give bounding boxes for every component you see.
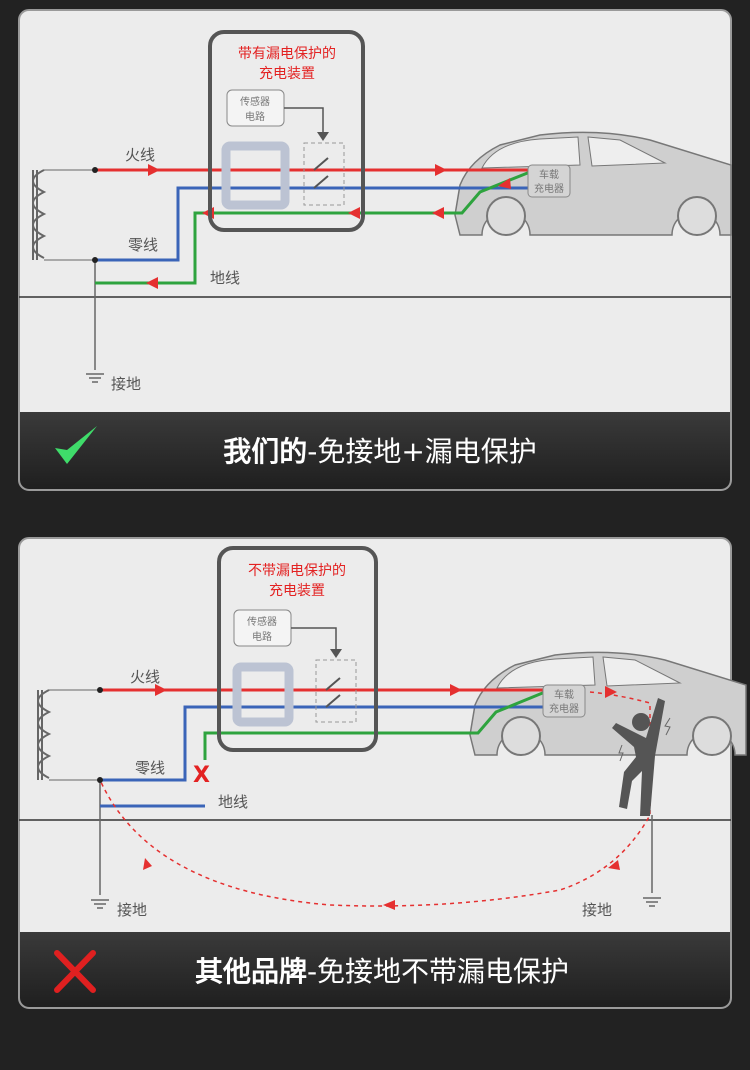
electrocuted-person-icon (612, 698, 671, 816)
device-title-line2: 充电装置 (269, 583, 325, 599)
check-icon (55, 426, 97, 464)
charger-label: 车载 (539, 168, 559, 181)
charger-label-line2: 充电器 (549, 702, 579, 715)
onboard-charger-box (542, 684, 586, 718)
sensor-label-line2: 电路 (245, 110, 265, 123)
earth-wire (95, 170, 531, 285)
ground-label: 接地 (111, 375, 141, 393)
device-title: 不带漏电保护的 (248, 563, 346, 579)
live-label: 火线 (125, 146, 155, 164)
ground-label-left: 接地 (117, 901, 147, 919)
cross-icon (54, 950, 96, 993)
caption-bar (20, 412, 730, 489)
current-transformer (221, 141, 290, 210)
charging-device-box (217, 546, 378, 752)
caption: 其他品牌-免接地不带漏电保护 (195, 955, 569, 988)
earth-label: 地线 (218, 793, 248, 811)
neutral-wire (100, 705, 545, 782)
current-transformer (232, 662, 294, 727)
live-label: 火线 (130, 668, 160, 686)
panel-without-protection: X 不带漏电保护的 充电装置 传感器 电路 车载 充电器 火线 零线 地线 接地… (18, 537, 747, 1009)
sensor-label-line2: 电路 (252, 630, 272, 643)
sensor-label: 传感器 (240, 95, 270, 108)
charger-label: 车载 (554, 688, 574, 701)
broken-earth-mark: X (193, 763, 210, 788)
charging-device-box (208, 30, 365, 232)
panel-with-protection: 带有漏电保护的 充电装置 传感器 电路 车载 充电器 火线 零线 地线 接地 我… (18, 9, 732, 491)
neutral-label: 零线 (135, 759, 165, 777)
switch-box (315, 659, 357, 723)
ground-label-right: 接地 (582, 901, 612, 919)
neutral-label: 零线 (128, 236, 158, 254)
sensor-label: 传感器 (247, 615, 277, 628)
neutral-wire (95, 186, 530, 262)
earth-wire-broken (203, 690, 546, 760)
current-arrows (146, 164, 511, 289)
device-title-line2: 充电装置 (259, 66, 315, 82)
onboard-charger-box (527, 164, 571, 198)
earth-label: 地线 (210, 269, 240, 287)
caption-bar (20, 932, 730, 1007)
current-arrows (155, 684, 462, 696)
device-title: 带有漏电保护的 (238, 46, 336, 62)
switch-box (303, 142, 345, 206)
charger-label-line2: 充电器 (534, 182, 564, 195)
caption: 我们的-免接地+漏电保护 (223, 435, 537, 468)
